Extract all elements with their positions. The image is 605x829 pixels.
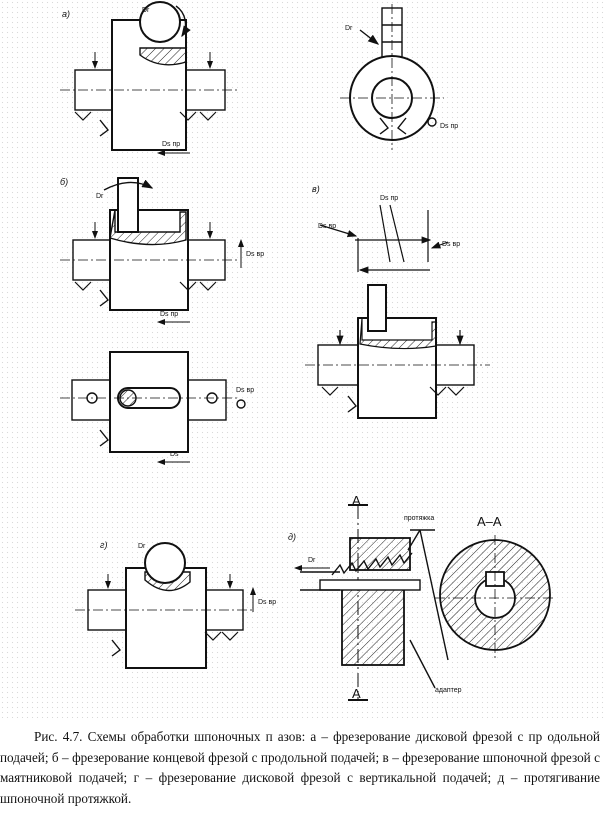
panel-g-label: г) <box>100 540 107 550</box>
figure-caption: Рис. 4.7. Схемы обработки шпоночных п аз… <box>0 727 600 827</box>
panel-a-dr-label: Dr <box>142 7 150 14</box>
panel-a-drawing <box>60 1 240 156</box>
panel-v-feed-label: Ds пр <box>380 195 398 202</box>
panel-a-feed-label: Ds пр <box>162 141 180 148</box>
panel-v-label: в) <box>312 184 320 194</box>
section-mark-top: А <box>352 493 361 508</box>
panel-a-label: а) <box>62 9 70 19</box>
panel-b-plan-feed-label: Ds вр <box>236 387 254 394</box>
panel-b-feed-label: Ds пр <box>160 311 178 318</box>
panel-b-vert-feed-label: Ds вр <box>246 251 264 258</box>
panel-v-drawing <box>305 204 490 419</box>
panel-b-dr-label: Dr <box>96 193 104 200</box>
panel-d-label: д) <box>288 532 296 542</box>
panel-d-dr-label: Dr <box>308 557 316 564</box>
machining-diagram: а) Dr Ds пр Dr Ds пр б) Dr Ds вр Ds пр <box>60 1 555 701</box>
panel-v-vert-feed-left: Ds вр <box>318 223 336 230</box>
panel-g-drawing <box>75 542 256 669</box>
caption-text: Рис. 4.7. Схемы обработки шпоночных п аз… <box>0 729 600 806</box>
panel-b-plan-drawing <box>60 351 246 465</box>
panel-g-feed-label: Ds вр <box>258 599 276 606</box>
panel-a-section-dr-label: Dr <box>345 25 353 32</box>
panel-d-drawing <box>294 504 555 701</box>
panel-a-section-feed-label: Ds пр <box>440 123 458 130</box>
adapter-label: адаптер <box>435 687 462 694</box>
panel-b-plan-ds-label: Ds <box>170 451 179 458</box>
panel-b-drawing <box>60 177 244 325</box>
panel-a-section-drawing <box>340 4 444 150</box>
figure-area: а) Dr Ds пр Dr Ds пр б) Dr Ds вр Ds пр <box>0 0 605 718</box>
broach-label: протяжка <box>404 515 434 522</box>
section-aa-title: А–А <box>477 514 502 529</box>
panel-v-vert-feed-right: Ds вр <box>442 241 460 248</box>
panel-g-dr-label: Dr <box>138 543 146 550</box>
panel-b-label: б) <box>60 177 68 187</box>
section-mark-bottom: А <box>352 686 361 701</box>
